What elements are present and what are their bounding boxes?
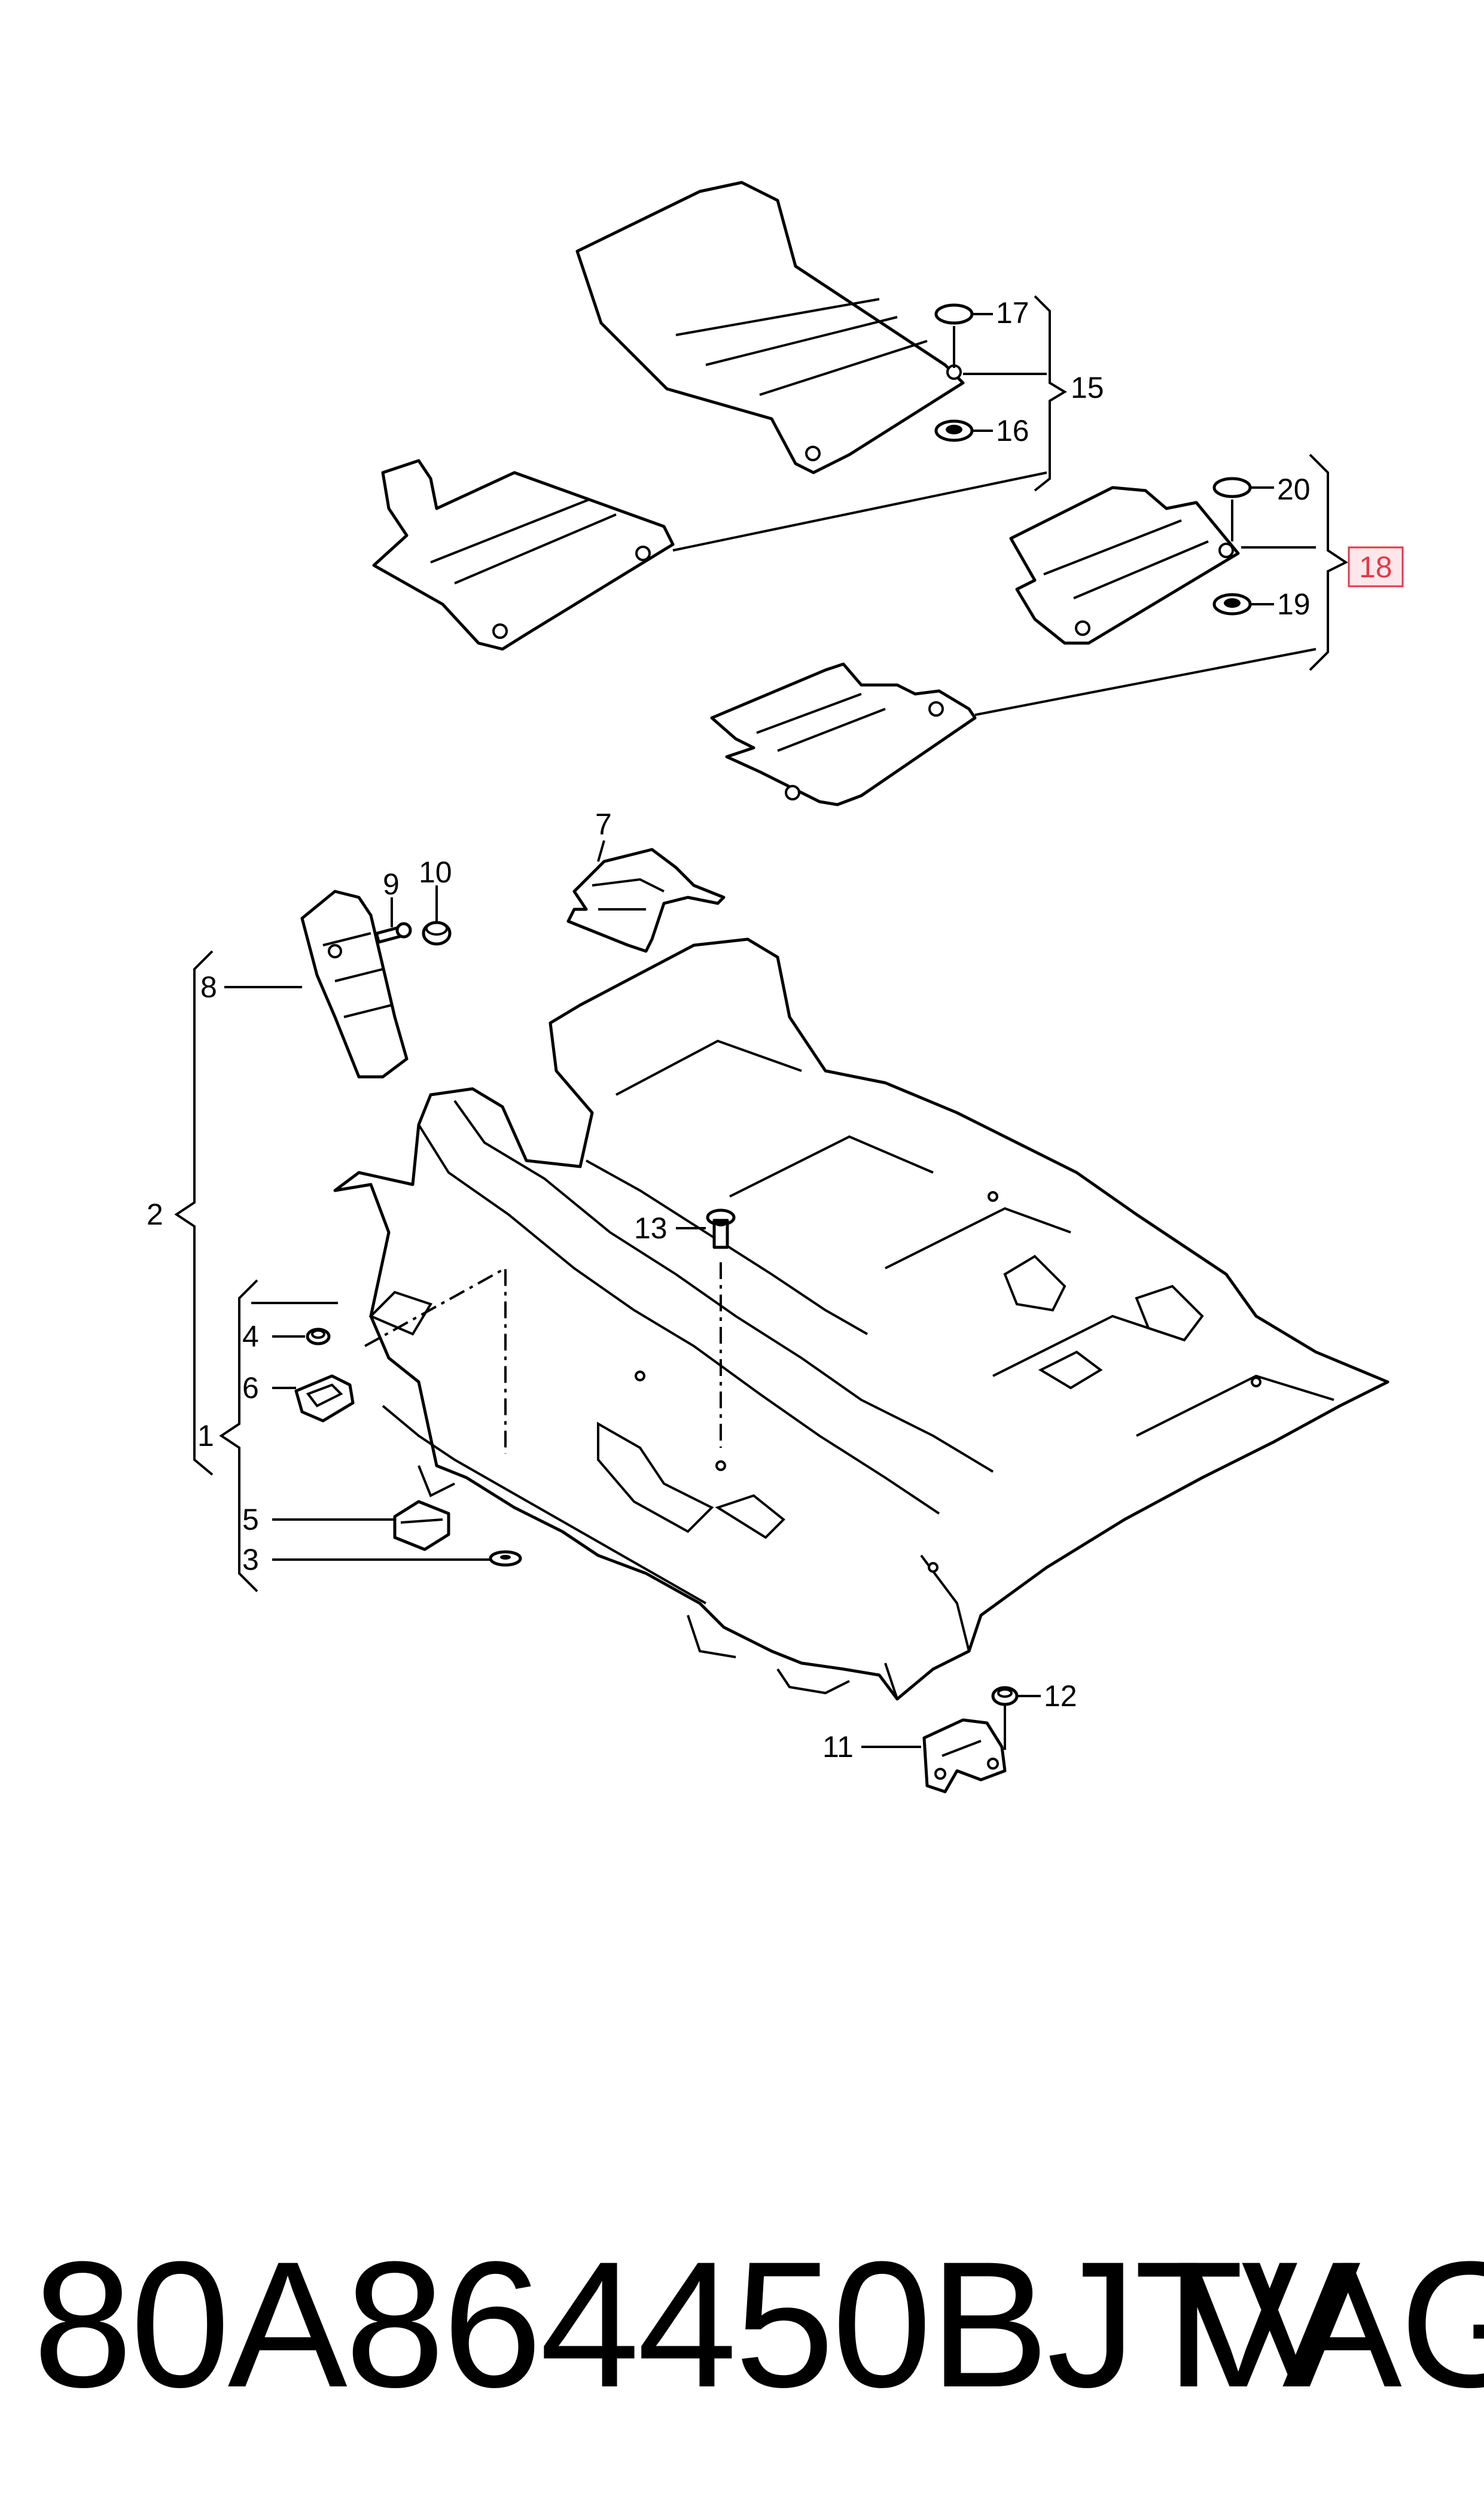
- part-8-panel: [300, 890, 409, 1079]
- callout-20: 20: [1277, 473, 1311, 506]
- part-10-cap: [422, 921, 452, 946]
- callout-18: 18: [1359, 550, 1392, 584]
- front-left-mat: [575, 181, 965, 474]
- callout-12: 12: [1044, 1679, 1077, 1713]
- callout-11: 11: [822, 1730, 854, 1764]
- callout-19: 19: [1277, 587, 1311, 621]
- callout-9: 9: [383, 867, 400, 901]
- part-3-grommet: [489, 1550, 522, 1567]
- callout-15: 15: [1071, 371, 1104, 404]
- callout-7: 7: [595, 808, 612, 841]
- part-number-text: 80A864450BJTV: [33, 2224, 1361, 2425]
- callout-1: 1: [197, 1419, 214, 1453]
- brand-text: VAG: [1178, 2224, 1484, 2425]
- rear-left-mat: [710, 662, 977, 806]
- callout-13: 13: [634, 1211, 668, 1245]
- part-6-bracket: [294, 1374, 355, 1423]
- callout-6: 6: [242, 1371, 259, 1405]
- part-4-nut: [306, 1327, 331, 1345]
- front-right-mat: [372, 459, 675, 651]
- callout-2: 2: [147, 1198, 163, 1231]
- part-5-pad: [393, 1500, 450, 1551]
- callout-16: 16: [996, 414, 1029, 447]
- footer: 80A864450BJTV VAG: [0, 2225, 1484, 2423]
- part-7-shield: [566, 848, 726, 953]
- callout-3: 3: [242, 1543, 259, 1576]
- floor-carpet: [333, 937, 1389, 1701]
- part-9-screw: [374, 922, 412, 944]
- part-11-bracket: [922, 1718, 1007, 1794]
- callout-8: 8: [200, 970, 217, 1004]
- callout-18-highlight[interactable]: 18: [1348, 546, 1404, 587]
- part-13-clip: [706, 1208, 736, 1249]
- callout-5: 5: [242, 1503, 259, 1536]
- callout-4: 4: [242, 1320, 259, 1353]
- callout-10: 10: [419, 855, 452, 889]
- rear-right-mat: [1009, 486, 1240, 645]
- callout-17: 17: [996, 296, 1029, 330]
